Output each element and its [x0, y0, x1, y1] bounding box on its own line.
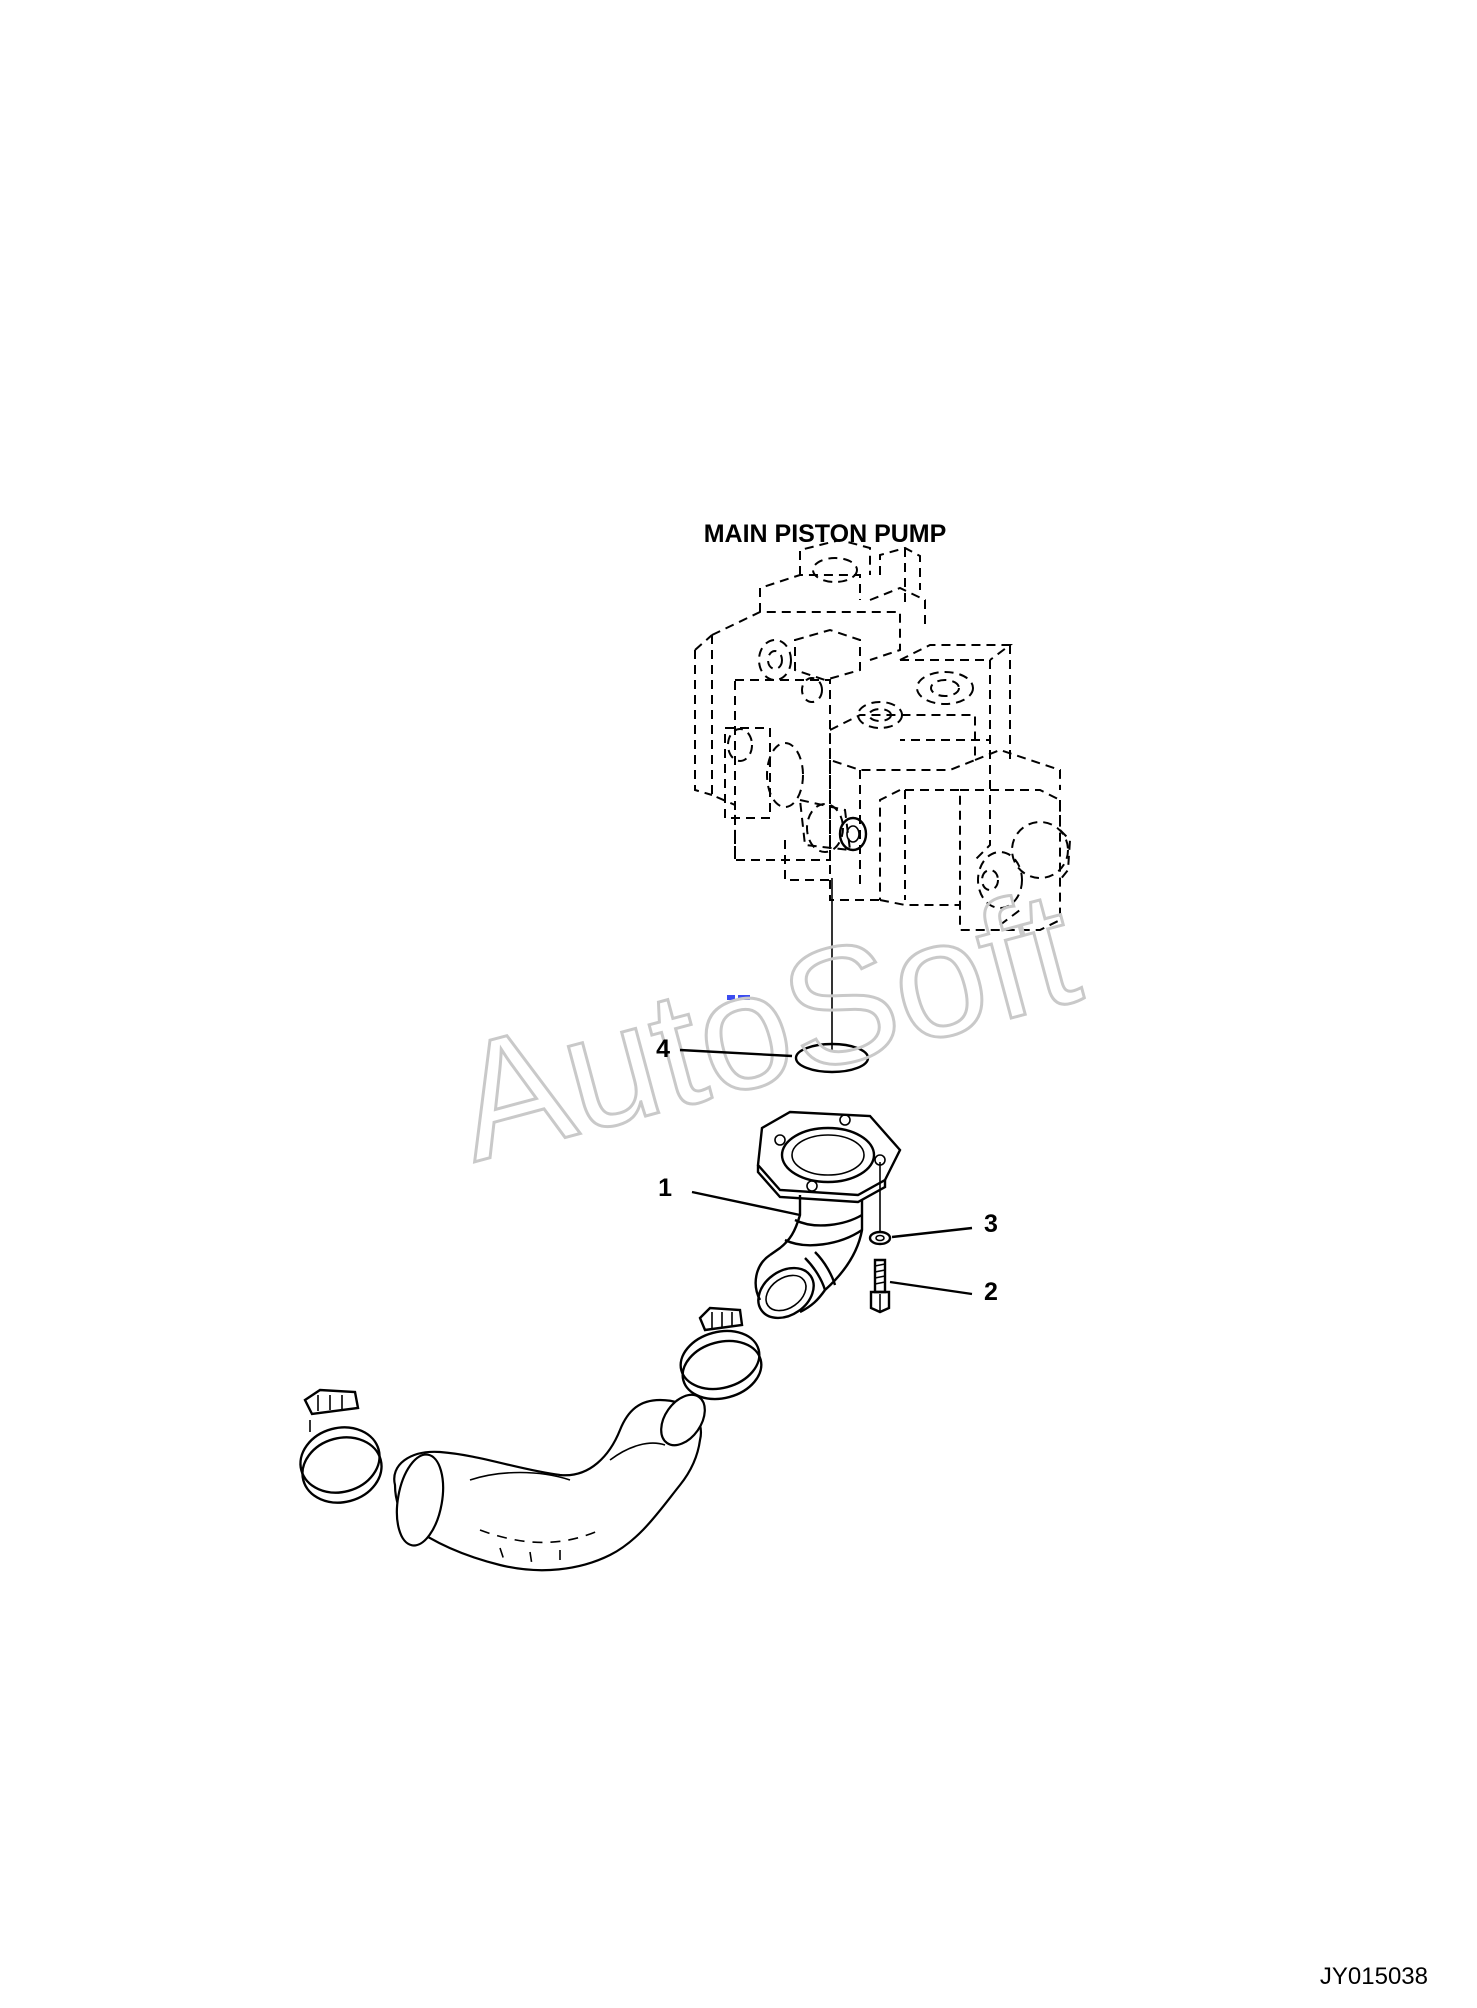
callout-number-4: 4: [656, 1035, 670, 1063]
callout-number-2: 2: [984, 1278, 998, 1306]
o-ring: [794, 1042, 870, 1074]
suction-hose: [393, 1393, 706, 1572]
callout-1: 1: [658, 1174, 801, 1217]
figure-id: JY015038: [1320, 1963, 1428, 1990]
hose-clamp-lower: [299, 1388, 383, 1504]
washer: [868, 1230, 892, 1246]
watermark-text: AutoSoft: [436, 854, 1095, 1196]
callout-3: 3: [891, 1210, 998, 1239]
callout-number-3: 3: [984, 1210, 998, 1238]
callout-2: 2: [889, 1278, 998, 1306]
callout-number-1: 1: [658, 1174, 672, 1202]
main-piston-pump: [694, 538, 1072, 931]
elbow-flange: [754, 1110, 902, 1320]
hose-clamp-upper: [679, 1306, 763, 1401]
position-marker: [727, 995, 750, 1000]
callout-4: 4: [656, 1035, 793, 1063]
bolt: [869, 1258, 891, 1314]
